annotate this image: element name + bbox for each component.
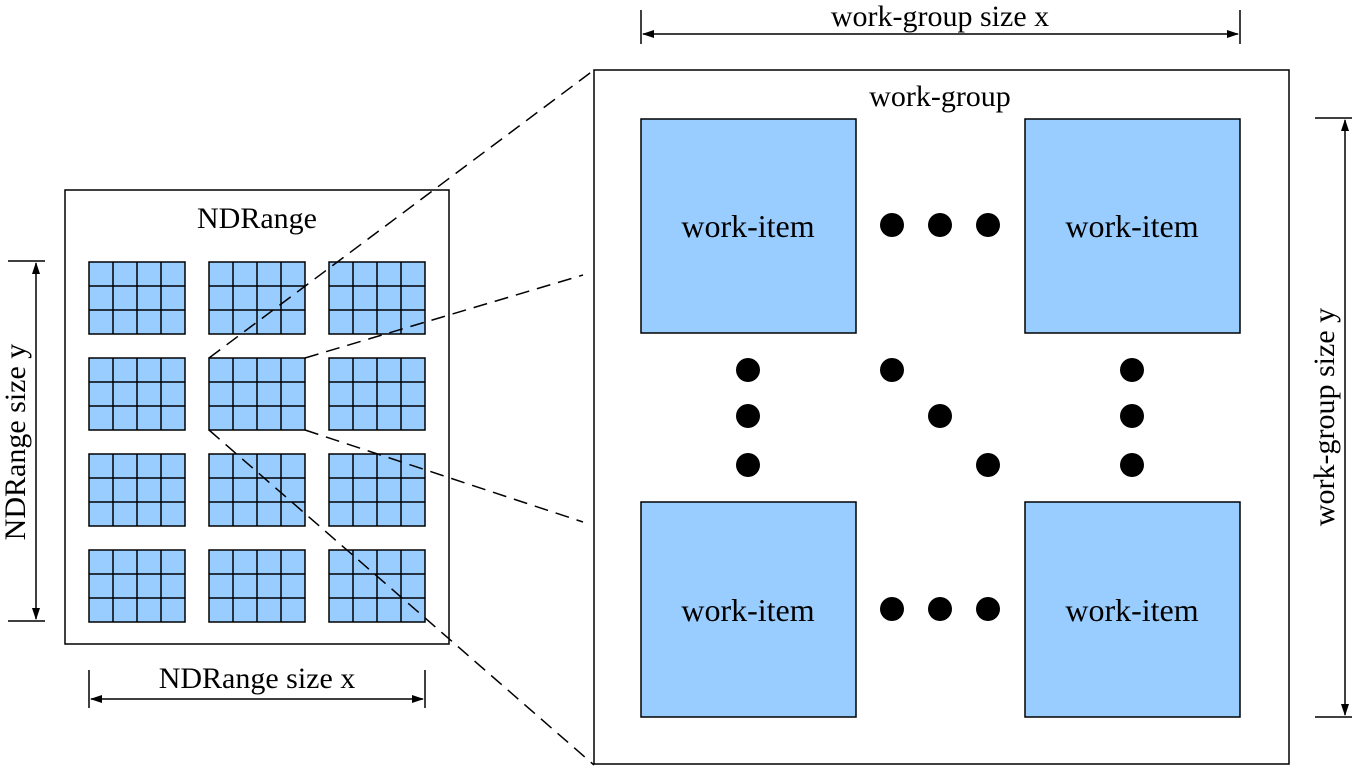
ndrange-size-x-dimension: NDRange size x bbox=[88, 662, 426, 708]
ndrange-panel: NDRange bbox=[64, 189, 450, 645]
ndrange-workgroup-block bbox=[88, 261, 186, 335]
ndrange-workgroup-block bbox=[328, 357, 426, 431]
ellipsis-dot bbox=[736, 453, 760, 477]
projection-line-bottom-left bbox=[208, 429, 595, 766]
ellipsis-dot bbox=[976, 597, 1000, 621]
ndrange-workgroup-block bbox=[328, 453, 426, 527]
ellipsis-dot bbox=[880, 597, 904, 621]
ndrange-workgroup-block bbox=[208, 453, 306, 527]
ndrange-workgroup-block bbox=[88, 549, 186, 623]
workgroup-size-y-dimension: work-group size y bbox=[1308, 117, 1352, 718]
ellipsis-dot bbox=[976, 453, 1000, 477]
ellipsis-dot bbox=[928, 597, 952, 621]
ndrange-workgroup-block bbox=[208, 357, 306, 431]
ellipsis-dot bbox=[880, 358, 904, 382]
ndrange-size-x-label: NDRange size x bbox=[159, 662, 356, 695]
projection-line-top-right bbox=[304, 274, 584, 359]
projection-line-bottom-right bbox=[304, 429, 584, 523]
ellipsis-dots bbox=[736, 213, 1144, 621]
workgroup-panel: work-group work-item work-item work-item… bbox=[593, 69, 1290, 765]
ndrange-workgroup-block bbox=[328, 549, 426, 623]
ellipsis-dot bbox=[928, 404, 952, 428]
ellipsis-dot bbox=[1120, 404, 1144, 428]
ellipsis-dot bbox=[928, 213, 952, 237]
ellipsis-dot bbox=[880, 213, 904, 237]
work-item: work-item bbox=[1024, 501, 1241, 718]
ndrange-workgroup-block bbox=[328, 261, 426, 335]
workgroup-size-x-dimension: work-group size x bbox=[640, 0, 1241, 44]
ndrange-workgroup-block bbox=[208, 549, 306, 623]
ndrange-title: NDRange bbox=[197, 202, 317, 235]
zoom-projection-lines bbox=[208, 69, 595, 766]
ndrange-workgroup-block bbox=[88, 357, 186, 431]
workgroup-title: work-group bbox=[869, 80, 1011, 113]
ndrange-workgroup-block bbox=[88, 453, 186, 527]
ellipsis-dot bbox=[976, 213, 1000, 237]
work-item: work-item bbox=[640, 501, 857, 718]
workgroup-size-y-label: work-group size y bbox=[1308, 308, 1341, 526]
ellipsis-dot bbox=[736, 404, 760, 428]
work-item: work-item bbox=[1024, 118, 1241, 334]
ndrange-workgroup-grid bbox=[88, 261, 426, 623]
ndrange-size-y-label: NDRange size y bbox=[0, 344, 32, 541]
ellipsis-dot bbox=[1120, 453, 1144, 477]
ndrange-frame bbox=[64, 189, 450, 645]
ellipsis-dot bbox=[736, 358, 760, 382]
ellipsis-dot bbox=[1120, 358, 1144, 382]
work-item: work-item bbox=[640, 118, 857, 334]
ndrange-size-y-dimension: NDRange size y bbox=[0, 260, 45, 622]
work-item-label: work-item bbox=[1065, 592, 1198, 628]
ndrange-workgroup-block bbox=[208, 261, 306, 335]
projection-line-top-left bbox=[208, 69, 595, 359]
work-item-label: work-item bbox=[1065, 208, 1198, 244]
work-item-label: work-item bbox=[681, 592, 814, 628]
workgroup-size-x-label: work-group size x bbox=[831, 0, 1049, 33]
work-item-label: work-item bbox=[681, 208, 814, 244]
